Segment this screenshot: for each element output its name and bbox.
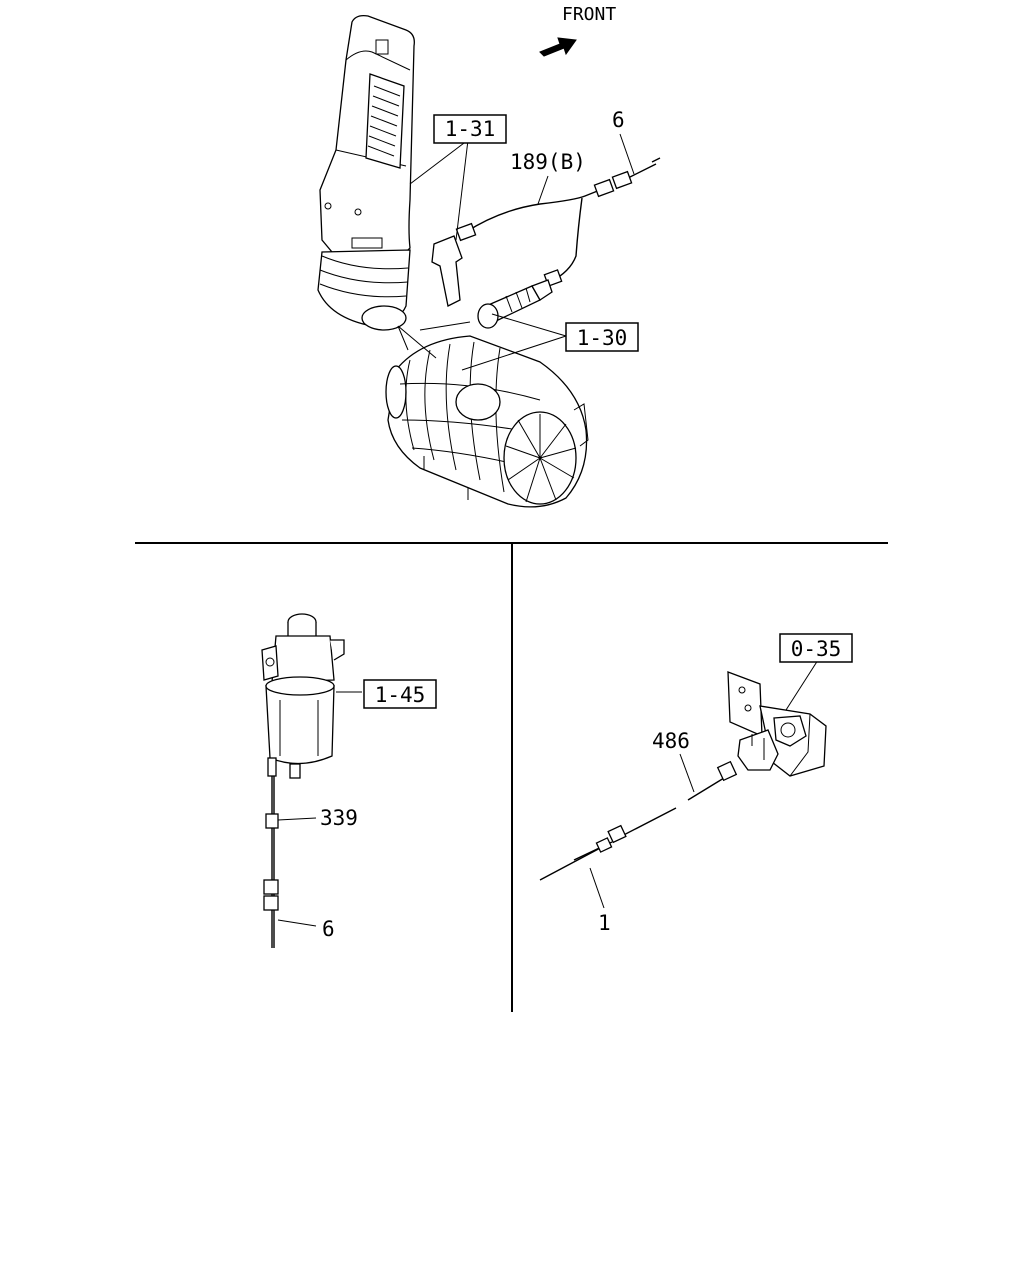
callout-1: 1 <box>598 911 611 935</box>
ref-label-1-31: 1-31 <box>445 117 496 141</box>
intake-duct <box>317 14 415 331</box>
leader-339 <box>277 817 317 821</box>
air-cleaner <box>385 335 589 508</box>
ref-box-1-30[interactable]: 1-30 <box>565 322 639 352</box>
ref-box-1-31[interactable]: 1-31 <box>433 114 507 144</box>
callout-486: 486 <box>652 729 690 753</box>
callout-6-top: 6 <box>612 108 625 132</box>
top-section: 1-31 1-30 6 189(B) <box>317 14 661 508</box>
front-orientation: FRONT <box>539 4 616 57</box>
callout-339: 339 <box>320 806 358 830</box>
ref-label-1-45: 1-45 <box>375 683 426 707</box>
ref-box-1-45[interactable]: 1-45 <box>363 679 437 709</box>
callout-189b: 189(B) <box>510 150 586 174</box>
leader-486 <box>679 753 695 793</box>
front-arrow-icon <box>539 37 577 57</box>
bottom-left-section: 1-45 339 6 <box>261 613 437 948</box>
ref-box-0-35[interactable]: 0-35 <box>779 633 853 663</box>
callout-6-bottom: 6 <box>322 917 335 941</box>
bracket-assembly <box>727 671 827 777</box>
fuel-filter <box>261 613 345 779</box>
leader-6-bottom <box>277 919 317 927</box>
bottom-right-section: 0-35 486 1 <box>539 633 853 935</box>
filter-harness <box>263 776 279 948</box>
sensor-harness <box>539 760 738 881</box>
end-cover-ribs <box>505 414 577 503</box>
harness-189b <box>431 157 661 329</box>
leader-1 <box>589 867 605 909</box>
ref-label-1-30: 1-30 <box>577 326 628 350</box>
leader-0-35 <box>785 659 819 711</box>
top-leaders <box>397 133 635 371</box>
ref-label-0-35: 0-35 <box>791 637 842 661</box>
front-label: FRONT <box>562 4 616 25</box>
